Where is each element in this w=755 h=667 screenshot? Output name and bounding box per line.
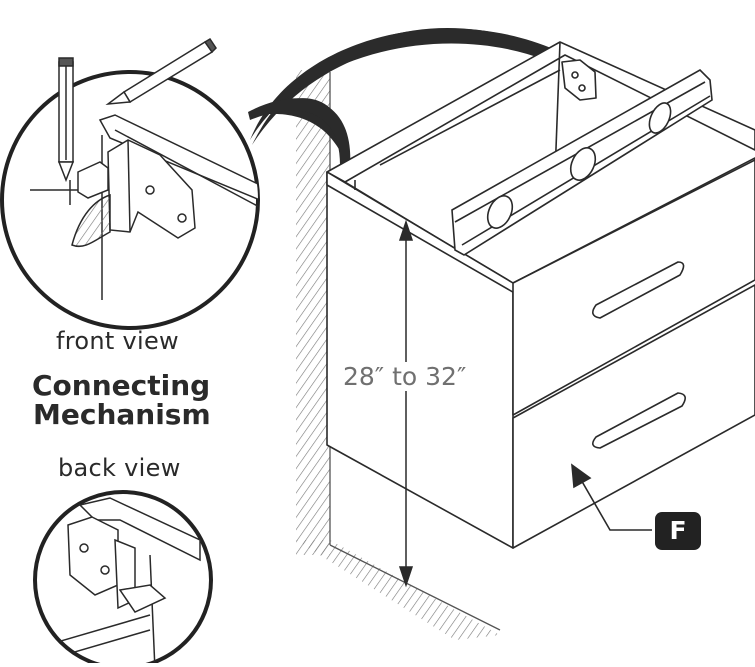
height-dimension-label: 28″ to 32″ [340,362,470,391]
front-view-detail [0,37,260,330]
pencil-icon [57,57,75,183]
title-mechanism: Mechanism [33,398,211,431]
back-view-detail [33,490,213,667]
drawer-handle-icon [592,261,685,319]
dimension-line [398,219,414,588]
arc-band [250,28,556,140]
callout-arrow [571,463,652,531]
title-connecting: Connecting [32,369,211,402]
level-icon [451,69,713,256]
pencil-icon [105,37,217,105]
back-view-caption: back view [58,454,181,482]
cabinet [326,41,755,549]
drawer-handle-icon [592,392,686,449]
bracket-icon [561,59,597,101]
front-view-caption: front view [56,327,179,355]
wall [296,70,501,640]
arc-tail [248,98,351,168]
callout-badge-f: F [655,512,701,550]
